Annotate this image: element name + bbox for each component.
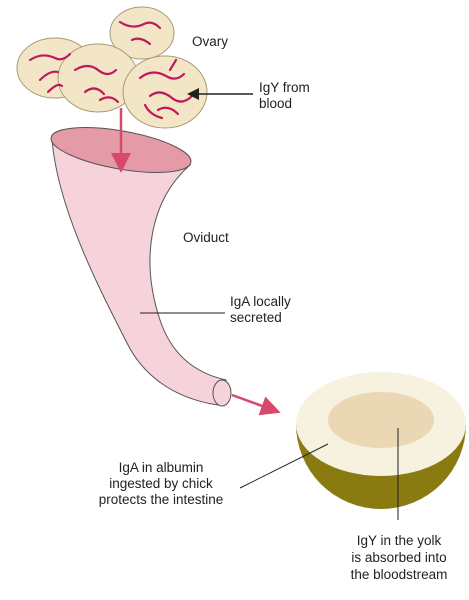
label-iga-albumin-line3: protects the intestine <box>99 492 224 507</box>
label-iga-albumin-line2: ingested by chick <box>109 476 213 491</box>
follicle-right <box>123 56 207 128</box>
egg-cross-section <box>296 372 466 509</box>
oviduct-to-egg-arrow <box>232 395 276 411</box>
ovary-cluster <box>17 7 207 128</box>
label-igy-yolk-line2: is absorbed into <box>351 550 446 565</box>
label-ovary: Ovary <box>192 34 228 49</box>
label-oviduct: Oviduct <box>183 230 229 245</box>
label-igy-blood-line2: blood <box>259 96 292 111</box>
oviduct <box>48 119 231 406</box>
label-igy-yolk-line1: IgY in the yolk <box>357 533 442 548</box>
oviduct-exit <box>213 380 231 406</box>
label-iga-albumin-line1: IgA in albumin <box>119 460 204 475</box>
egg-yolk <box>328 392 434 448</box>
label-igy-yolk-line3: the bloodstream <box>351 567 448 582</box>
label-igy-blood-line1: IgY from <box>259 80 310 95</box>
label-iga-local-line2: secreted <box>230 310 282 325</box>
oviduct-body <box>52 140 226 405</box>
label-iga-local-line1: IgA locally <box>230 294 291 309</box>
